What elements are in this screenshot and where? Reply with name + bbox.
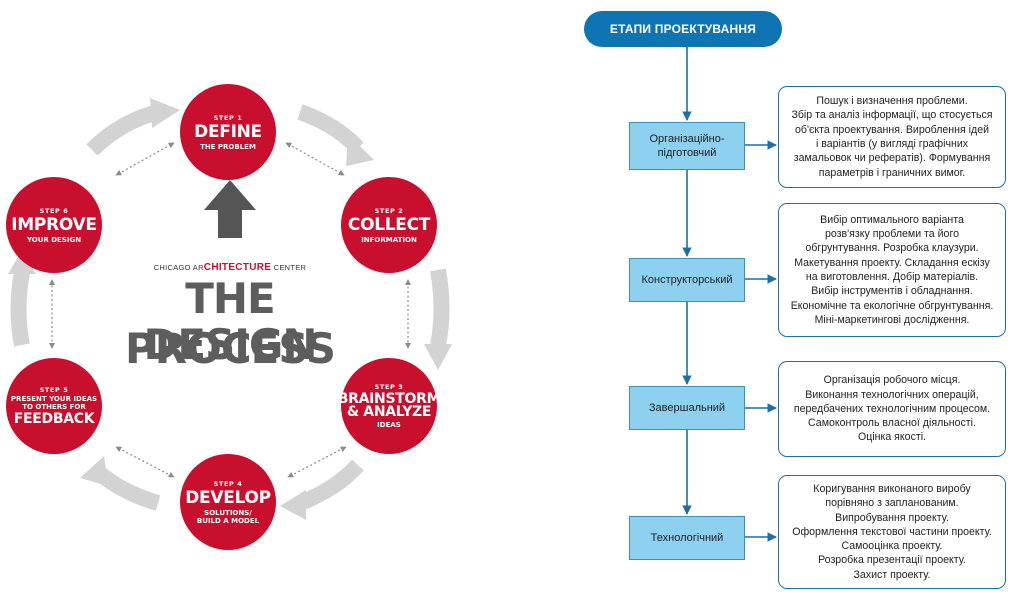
stage-label-line2: підготовчий [657,147,717,159]
stage-final: Завершальний [629,386,745,430]
step-number: STEP 5 [39,386,69,394]
desc-line: Економічне та екологічне обгрунтування. [790,299,994,312]
desc-line: обгрунтування. Розробка клаузури. [805,242,979,255]
desc-line: Випробування проекту. [835,511,949,524]
step-subtitle: INFORMATION [361,235,417,244]
stage-label: Технологічний [650,532,724,544]
step-subtitle: THE PROBLEM [200,142,256,151]
desc-line: передбачених технологічним процесом. [793,402,991,415]
desc-line: об'єкта проектування. Вироблення ідей [794,123,990,136]
step-title: DEVELOP [185,487,271,508]
step-title: FEEDBACK [13,411,95,427]
step-title: COLLECT [347,214,431,235]
step-title: IMPROVE [11,214,97,235]
desc-line: Самооцінка проекту. [841,540,943,553]
stage-label: Конструкторський [641,274,733,286]
step-1-define: STEP 1 DEFINE THE PROBLEM [180,84,276,180]
flowchart-connectors [682,47,777,542]
step-number: STEP 2 [374,206,404,215]
org-highlight: CHITECTURE [203,262,272,273]
stage-technological-description: Коригування виконаного виробу порівняно … [778,475,1006,589]
flowchart-header: ЕТАПИ ПРОЕКТУВАННЯ [584,11,782,47]
dotted-links [49,142,411,478]
stage-organizational-description: Пошук і визначення проблеми. Збір та ана… [778,86,1006,188]
desc-line: Виконання технологічних операцій, [805,388,979,401]
step-4-develop: STEP 4 DEVELOP SOLUTIONS/ BUILD A MODEL [180,454,276,550]
desc-line: замальовок чи рефератів). Формування [793,152,991,165]
stage-label: Організаційно- [649,133,725,145]
step-number: STEP 4 [213,479,243,488]
stage-organizational: Організаційно- підготовчий [629,122,745,170]
cycle-connectors [8,98,452,520]
process-title-line2: PROCESS [125,324,336,373]
desc-line: розв'язку проблеми та його [824,228,959,241]
step-3-brainstorm: STEP 3 BRAINSTORM & ANALYZE IDEAS [337,358,441,454]
step-title: DEFINE [194,121,262,142]
arrow-6-to-1 [86,104,161,156]
arrow-2-to-3 [430,268,450,347]
arrowhead-5 [80,456,108,486]
desc-line: параметрів і граничних вимог. [818,166,966,179]
step-number: STEP 6 [39,206,69,215]
arrow-5-to-6 [10,270,30,347]
step-subtitle-line2: BUILD A MODEL [196,516,260,525]
arrowhead-3 [424,344,452,370]
desc-line: Організація робочого місця. [823,374,961,387]
stage-label: Завершальний [648,402,726,414]
desc-line: Міні-маркетингові дослідження. [814,313,970,326]
desc-line: Пошук і визначення проблеми. [816,95,968,108]
cycle-arrows [10,104,450,511]
step-pretitle-line2: TO OTHERS FOR [22,402,86,411]
step-6-improve: STEP 6 IMPROVE YOUR DESIGN [6,177,102,273]
org-name: CHICAGO ARCHITECTURE CENTER [140,262,320,273]
desc-line: Вибір оптимального варіанта [820,213,964,226]
cycle-arrowheads [8,98,452,520]
desc-line: Захист проекту. [853,568,931,581]
step-subtitle: SOLUTIONS/ [204,508,252,517]
org-suffix: CENTER [273,263,307,272]
arrowhead-1 [150,98,180,128]
step-subtitle: IDEAS [377,421,401,429]
arrowhead-2 [346,134,374,166]
desc-line: Вибір інструментів і обладнання. [811,285,973,298]
step-5-feedback: STEP 5 PRESENT YOUR IDEAS TO OTHERS FOR … [6,358,102,454]
desc-line: Коригування виконаного виробу [813,482,971,495]
step-number: STEP 1 [213,113,243,122]
desc-line: і варіантів (у вигляді графічних [815,138,969,150]
desc-line: Оцінка якості. [857,431,927,444]
step-subtitle: YOUR DESIGN [26,235,82,244]
up-arrow-icon [204,180,256,238]
stage-constructive-description: Вибір оптимального варіанта розв'язку пр… [778,203,1006,337]
process-title-line1: THE DESIGN [143,274,317,369]
desc-line: порівняно з запланованим. [825,497,959,510]
stage-constructive: Конструкторський [629,258,745,302]
desc-line: Збір та аналіз інформації, що стосується [791,109,993,122]
arrow-3-to-4 [297,459,364,511]
org-prefix: CHICAGO AR [153,263,204,272]
arrowhead-6 [8,250,36,274]
desc-line: на виготовлення. Добір матеріалів. [805,271,979,283]
step-2-collect: STEP 2 COLLECT INFORMATION [341,177,437,273]
desc-line: Оформлення текстової частини проекту. [792,525,992,538]
step-title-line2: & ANALYZE [346,404,432,420]
step-title: BRAINSTORM [337,391,441,407]
desc-line: Самоконтроль власної діяльності. [808,417,976,430]
step-pretitle: PRESENT YOUR IDEAS [10,395,98,403]
stage-final-description: Організація робочого місця. Виконання те… [778,361,1006,457]
stage-technological: Технологічний [629,516,745,560]
step-number: STEP 3 [374,383,404,391]
arrowhead-4 [280,490,306,520]
desc-line: Макетування проекту. Складання ескізу [794,256,990,269]
desc-line: Розробка презентації проекту. [818,554,966,567]
